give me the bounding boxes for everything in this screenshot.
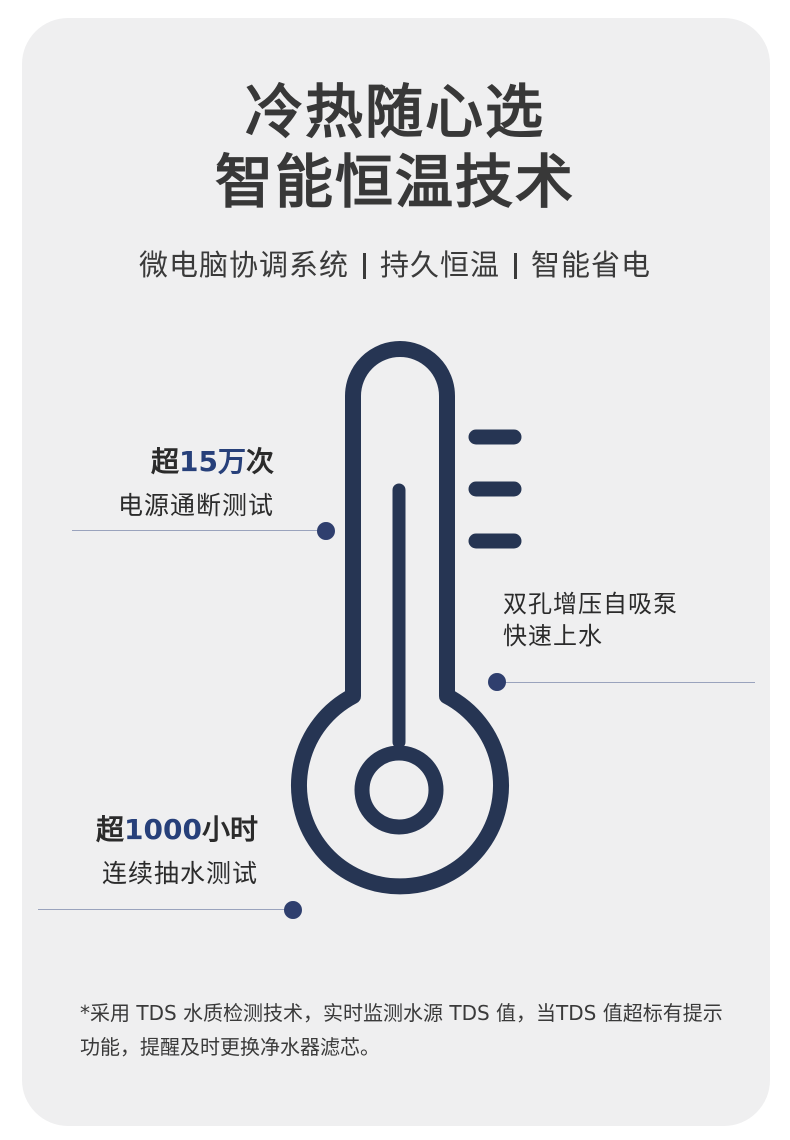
thermometer-outline — [291, 341, 509, 895]
title-line-1: 冷热随心选 — [244, 78, 545, 146]
connector-dot — [284, 901, 302, 919]
subtitle-item-3: 智能省电 — [531, 248, 652, 282]
title-line-2: 智能恒温技术 — [214, 148, 575, 216]
connector-line — [72, 530, 326, 531]
feature-headline: 超15万次 — [118, 440, 274, 480]
headline-number: 15万 — [179, 445, 246, 478]
subtitle-item-2: 持久恒温 — [379, 248, 500, 282]
subtitle: 微电脑协调系统持久恒温智能省电 — [0, 242, 790, 284]
headline-suffix: 小时 — [201, 813, 258, 846]
feature-continuous-pump-test: 超1000小时 连续抽水测试 — [96, 808, 258, 890]
connector-dot — [317, 522, 335, 540]
footnote: *采用 TDS 水质检测技术，实时监测水源 TDS 值，当TDS 值超标有提示功… — [80, 1001, 723, 1059]
headline-prefix: 超 — [96, 813, 125, 846]
feature-booster-pump: 双孔增压自吸泵 快速上水 — [503, 588, 678, 652]
headline-suffix: 次 — [245, 445, 274, 478]
thermometer-bulb — [354, 745, 444, 835]
connector-dot — [488, 673, 506, 691]
feature-headline: 超1000小时 — [96, 808, 258, 848]
subtitle-item-1: 微电脑协调系统 — [138, 248, 349, 282]
subtitle-separator — [514, 253, 517, 279]
feature-description: 电源通断测试 — [117, 491, 274, 520]
headline-prefix: 超 — [151, 445, 180, 478]
feature-power-cycle-test: 超15万次 电源通断测试 — [118, 440, 274, 522]
connector-line — [38, 909, 294, 910]
feature-line-2: 快速上水 — [503, 622, 603, 650]
feature-line-1: 双孔增压自吸泵 — [503, 590, 678, 618]
subtitle-separator — [362, 253, 366, 279]
connector-line — [497, 682, 755, 683]
feature-description: 连续抽水测试 — [101, 859, 258, 888]
headline-number: 1000 — [124, 813, 202, 846]
